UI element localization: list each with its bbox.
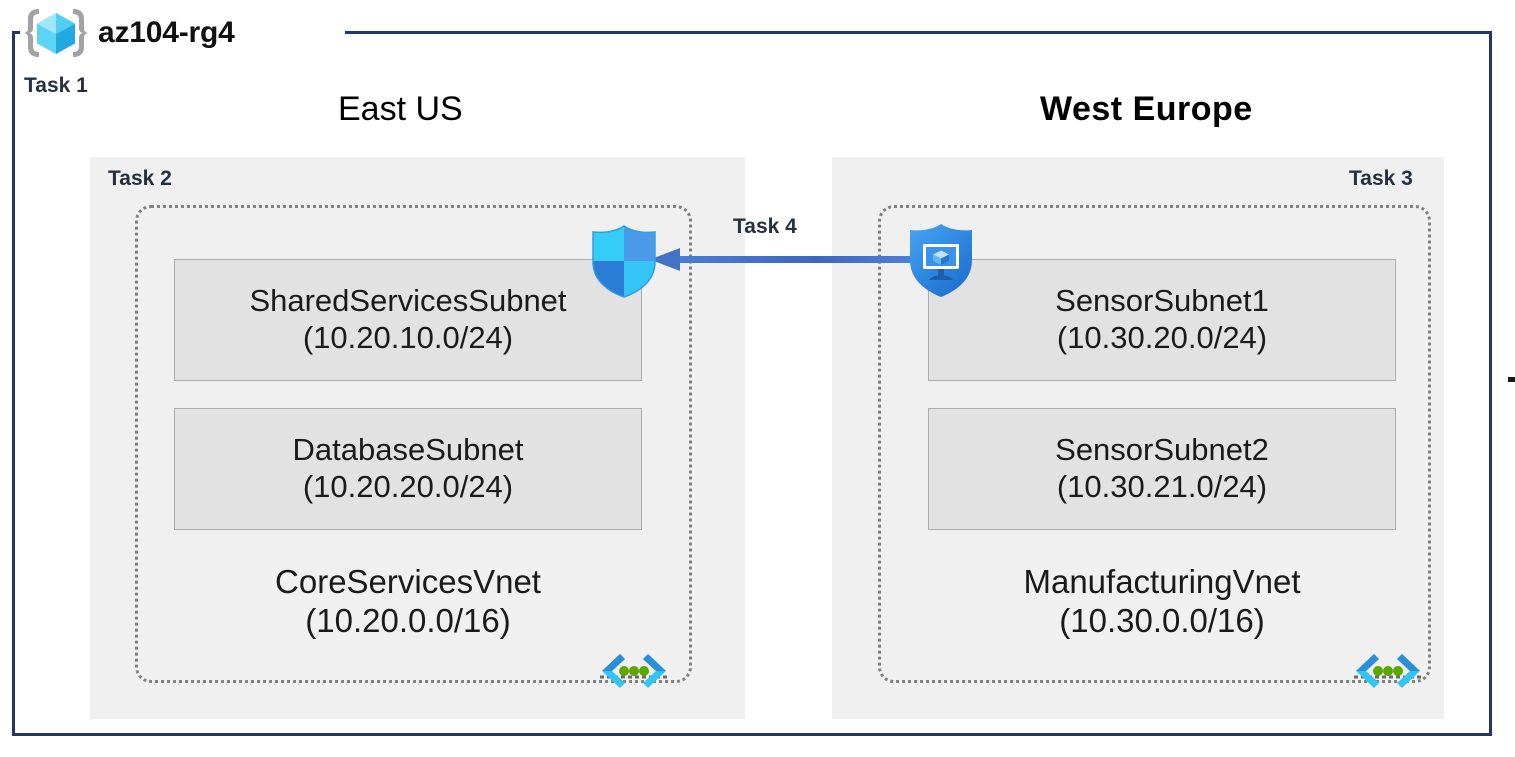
resource-group-header: az104-rg4 [22,4,235,62]
network-security-group-shield-icon [589,224,659,299]
virtual-network-icon [598,649,670,693]
subnet-databasesubnet: DatabaseSubnet (10.20.20.0/24) [174,408,642,530]
subnet-cidr: (10.20.10.0/24) [302,320,514,355]
resource-group-icon [22,4,90,62]
task-2-label: Task 2 [108,167,172,190]
region-title-west-europe: West Europe [1040,90,1253,128]
resource-group-frame [12,31,1492,736]
subnet-name: SharedServicesSubnet [249,283,567,319]
task-1-label: Task 1 [24,74,88,97]
vnet-peering-arrow [650,244,930,276]
vnet-caption-manufacturingvnet: ManufacturingVnet (10.30.0.0/16) [928,563,1396,641]
subnet-name: SensorSubnet1 [1055,283,1269,319]
vnet-caption-coreservicesvnet: CoreServicesVnet (10.20.0.0/16) [174,563,642,641]
vnet-box-manufacturingvnet [878,205,1431,683]
task-3-label: Task 3 [1349,167,1413,190]
subnet-name: SensorSubnet2 [1055,432,1269,468]
region-title-east-us: East US [338,90,463,128]
subnet-cidr: (10.30.20.0/24) [1056,320,1268,355]
resource-group-name: az104-rg4 [98,16,235,49]
edge-tick-mark [1508,377,1515,382]
vnet-cidr: (10.20.0.0/16) [305,601,511,639]
vnet-box-coreservicesvnet [135,205,692,683]
virtual-network-icon [1352,649,1424,693]
subnet-cidr: (10.30.21.0/24) [1056,469,1268,504]
subnet-sharedservicessubnet: SharedServicesSubnet (10.20.10.0/24) [174,259,642,381]
subnet-cidr: (10.20.20.0/24) [302,469,514,504]
subnet-sensorsubnet2: SensorSubnet2 (10.30.21.0/24) [928,408,1396,530]
subnet-sensorsubnet1: SensorSubnet1 (10.30.20.0/24) [928,259,1396,381]
vnet-name: CoreServicesVnet [275,563,541,600]
vnet-cidr: (10.30.0.0/16) [1059,601,1265,639]
application-security-group-icon [906,222,976,299]
subnet-name: DatabaseSubnet [292,432,524,468]
task-4-label: Task 4 [733,215,797,238]
vnet-name: ManufacturingVnet [1023,563,1301,600]
